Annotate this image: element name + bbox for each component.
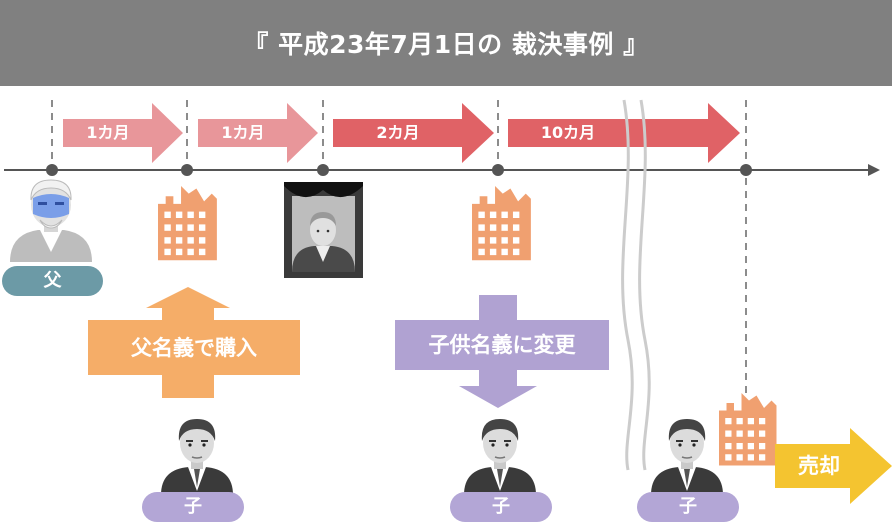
tick-lines <box>51 100 747 395</box>
period-label-1: 1カ月 <box>86 123 130 142</box>
period-label-3: 2カ月 <box>376 123 420 142</box>
period-arrow-2 <box>198 103 318 163</box>
sell-label: 売却 <box>798 454 840 478</box>
timeline-nodes <box>46 164 752 176</box>
change-arrow-stem <box>479 295 517 320</box>
diagram-title: 『 平成23年7月1日の 裁決事例 』 <box>243 30 649 59</box>
period-label-2: 1カ月 <box>221 123 265 142</box>
child-badge-1 <box>142 492 244 522</box>
period-arrow-4 <box>508 103 740 163</box>
period-arrow-3 <box>333 103 494 163</box>
child-label-3: 子 <box>679 496 697 517</box>
father-label: 父 <box>43 270 62 291</box>
purchase-label: 父名義で購入 <box>131 336 257 360</box>
child-badge-3 <box>637 492 739 522</box>
father-avatar <box>10 179 92 262</box>
period-arrow-1 <box>63 103 183 163</box>
title-bar: 『 平成23年7月1日の 裁決事例 』 <box>0 0 892 86</box>
building-icon-2 <box>472 186 531 261</box>
memorial-portrait-icon <box>284 182 363 278</box>
change-arrow <box>395 320 609 408</box>
building-icon-3 <box>719 393 777 466</box>
period-label-4: 10カ月 <box>540 123 596 142</box>
time-break-mark <box>621 99 651 471</box>
building-icon-1 <box>158 186 217 261</box>
change-label: 子供名義に変更 <box>428 333 576 357</box>
timeline-axis <box>4 164 880 176</box>
child-label-2: 子 <box>492 496 510 517</box>
child-badge-2 <box>450 492 552 522</box>
child-avatar-3 <box>650 418 724 496</box>
father-badge <box>2 266 103 296</box>
child-avatar-1 <box>160 418 234 496</box>
child-label-1: 子 <box>184 496 202 517</box>
sell-arrow <box>775 428 892 504</box>
child-avatar-2 <box>463 418 537 496</box>
purchase-arrow <box>88 287 300 398</box>
